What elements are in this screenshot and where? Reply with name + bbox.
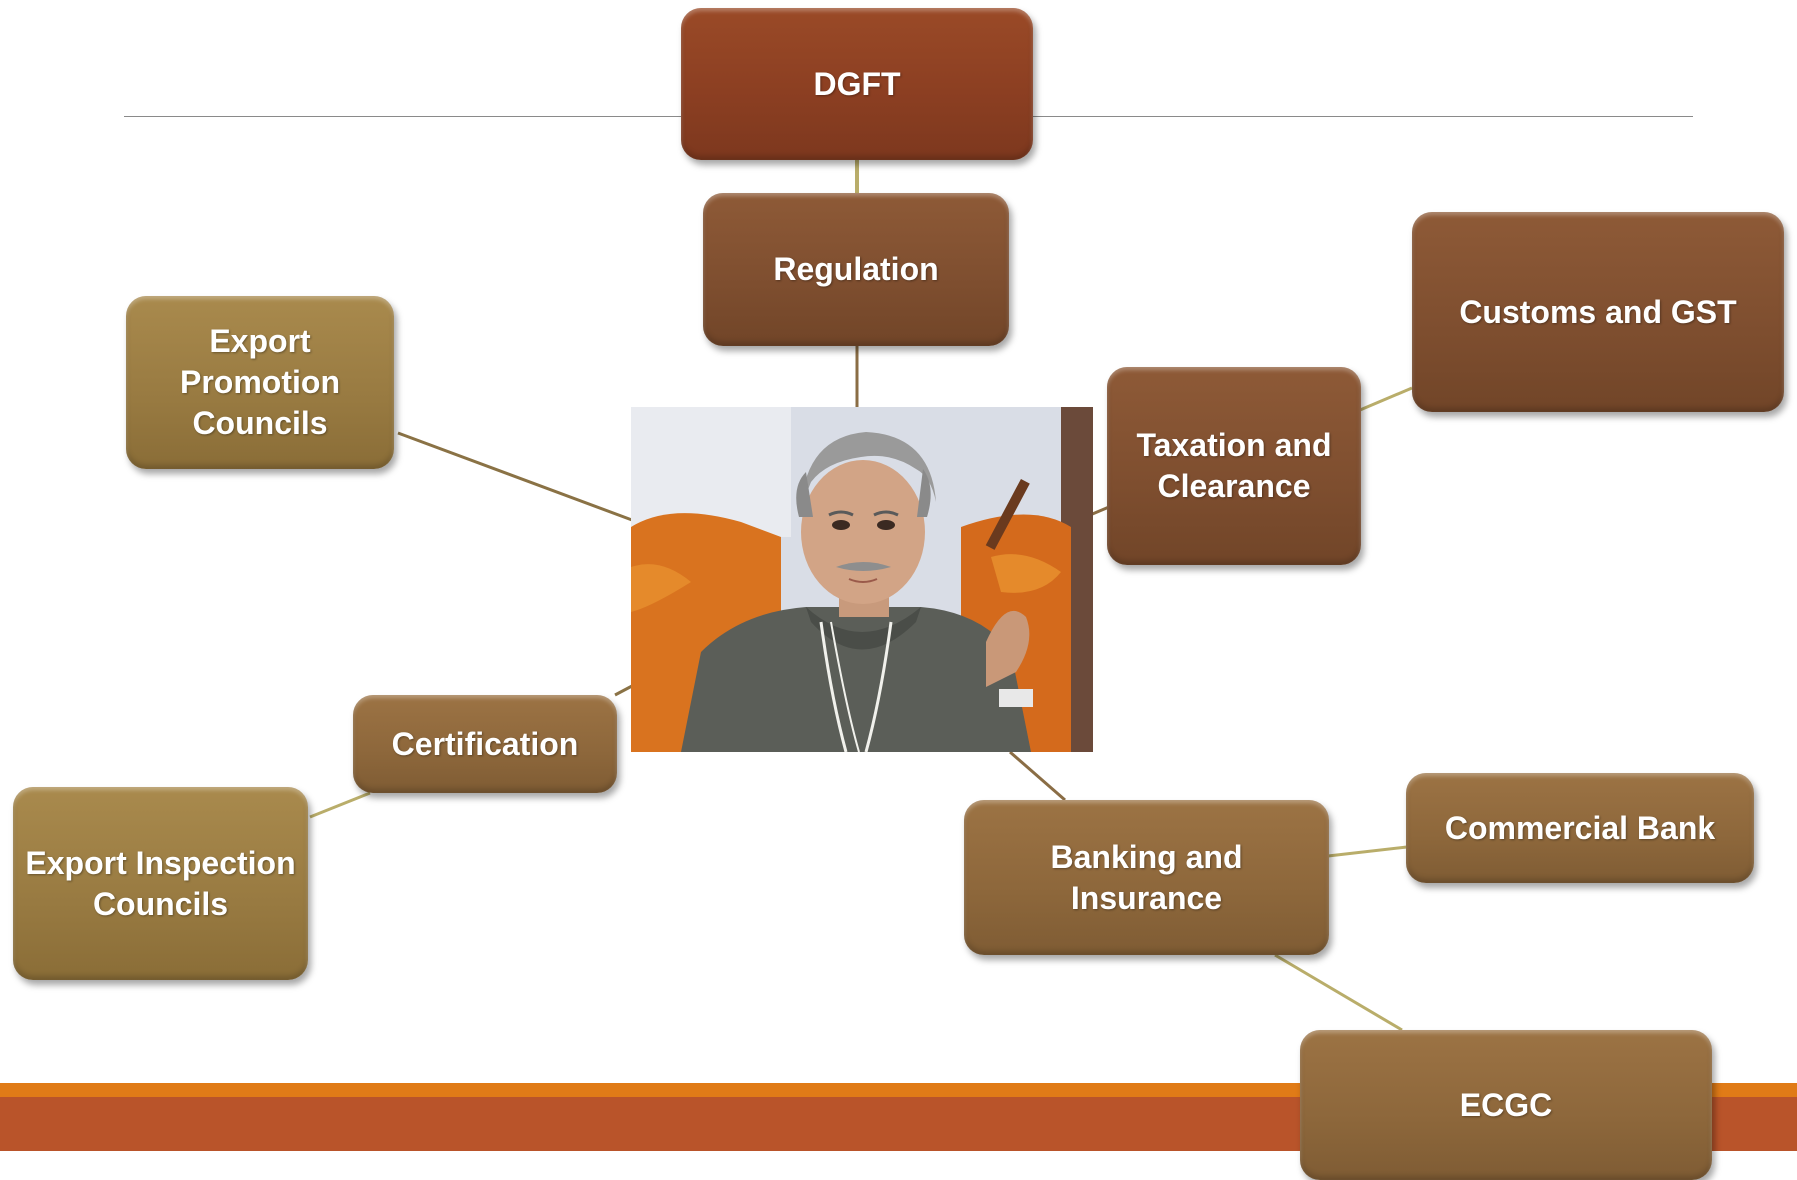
connector-banking-ecgc (1274, 953, 1403, 1032)
connector-banking-commercial (1327, 845, 1408, 858)
node-export-promotion-councils-label: Export Promotion Councils (180, 323, 340, 441)
portrait-illustration (631, 407, 1093, 752)
node-banking-insurance: Banking and Insurance (964, 800, 1329, 955)
node-customs-gst-label: Customs and GST (1459, 293, 1737, 330)
node-regulation-label: Regulation (773, 251, 939, 287)
connector-certification-eic (309, 791, 371, 819)
node-certification: Certification (353, 695, 617, 793)
node-taxation-clearance-label: Taxation and Clearance (1136, 427, 1332, 504)
node-taxation-clearance: Taxation and Clearance (1107, 367, 1361, 565)
node-export-inspection-councils: Export Inspection Councils (13, 787, 308, 980)
connector-center-epc (397, 431, 633, 522)
node-certification-label: Certification (391, 725, 579, 762)
connector-taxation-customs (1359, 386, 1413, 412)
node-customs-gst: Customs and GST (1412, 212, 1784, 412)
node-banking-insurance-label: Banking and Insurance (1050, 838, 1243, 916)
connector-center-certification (614, 684, 633, 697)
connector-center-banking (1009, 750, 1066, 802)
node-export-inspection-councils-label: Export Inspection Councils (25, 844, 296, 922)
node-ecgc: ECGC (1300, 1030, 1712, 1180)
node-commercial-bank-label: Commercial Bank (1444, 809, 1716, 846)
node-dgft: DGFT (681, 8, 1033, 160)
center-photo-man-with-cigar (631, 407, 1093, 752)
node-ecgc-label: ECGC (1459, 1086, 1553, 1123)
node-commercial-bank: Commercial Bank (1406, 773, 1754, 883)
node-dgft-label: DGFT (813, 65, 901, 102)
node-export-promotion-councils: Export Promotion Councils (126, 296, 394, 469)
node-regulation: Regulation (703, 193, 1009, 346)
